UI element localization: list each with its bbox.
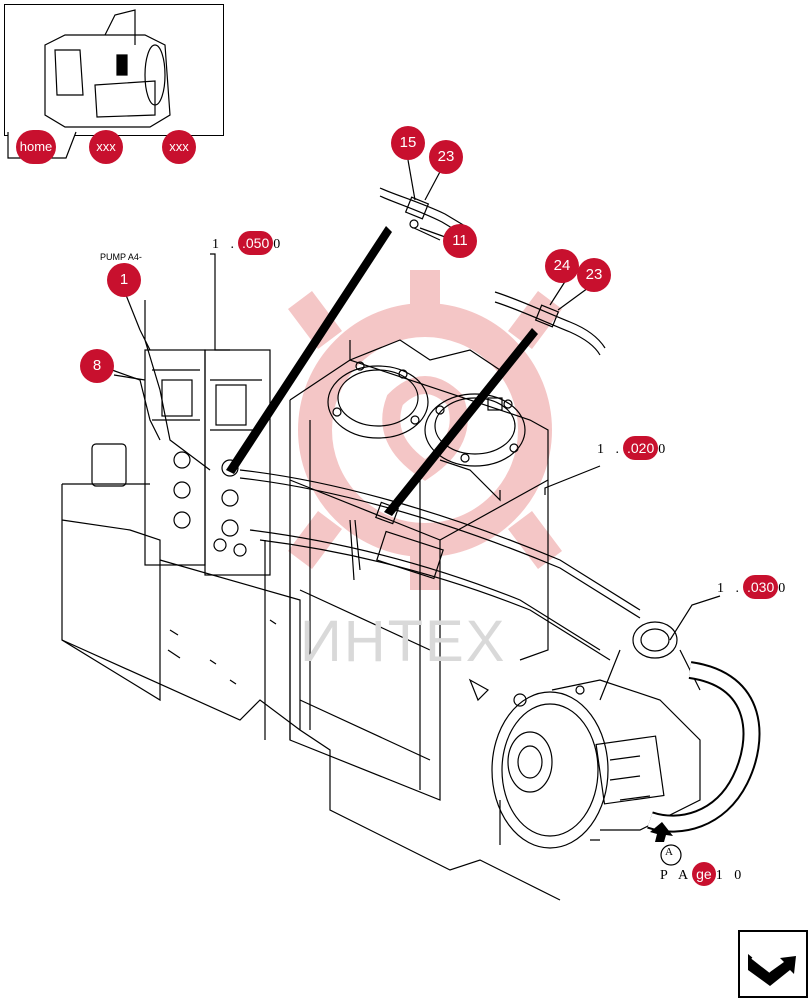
callout-1[interactable]: 1 [107,263,141,297]
pointer-wedge [226,226,392,474]
callout-11[interactable]: 11 [443,224,477,258]
section-ref-020-prefix: 1 . [597,442,623,457]
nav-xxx-button-2[interactable]: xxx [162,130,196,164]
page-ref-prefix: P A [660,868,693,883]
section-ref-050-link[interactable]: .050 [238,231,274,255]
section-ref-050-prefix: 1 . [212,237,238,252]
next-page-arrow-icon [748,954,796,986]
section-ref-020-suffix: 0 [658,442,670,457]
nav-xxx-button-1[interactable]: xxx [89,130,123,164]
pump-label: PUMP A4- [100,252,142,262]
section-ref-020-link[interactable]: .020 [623,436,659,460]
overview-thumbnail[interactable] [4,4,224,136]
view-marker-a: A [665,846,673,858]
page-ref-link[interactable]: ge [692,862,716,886]
next-page-button[interactable] [738,930,808,998]
callout-23-top[interactable]: 23 [429,140,463,174]
section-ref-050-suffix: 0 [273,237,285,252]
section-ref-030-suffix: 0 [778,581,790,596]
view-arrow-icon [650,822,673,842]
watermark-text: ИНТЕХ [300,609,507,674]
callout-8[interactable]: 8 [80,349,114,383]
page-ref-suffix: 1 0 [715,868,746,883]
pointer-wedge [384,328,538,516]
callout-24[interactable]: 24 [545,249,579,283]
machine-overview-icon [44,9,171,128]
home-button[interactable]: home [16,130,56,164]
callout-15[interactable]: 15 [391,126,425,160]
callout-23-right[interactable]: 23 [577,258,611,292]
section-ref-030-prefix: 1 . [717,581,743,596]
section-ref-030-link[interactable]: .030 [743,575,779,599]
